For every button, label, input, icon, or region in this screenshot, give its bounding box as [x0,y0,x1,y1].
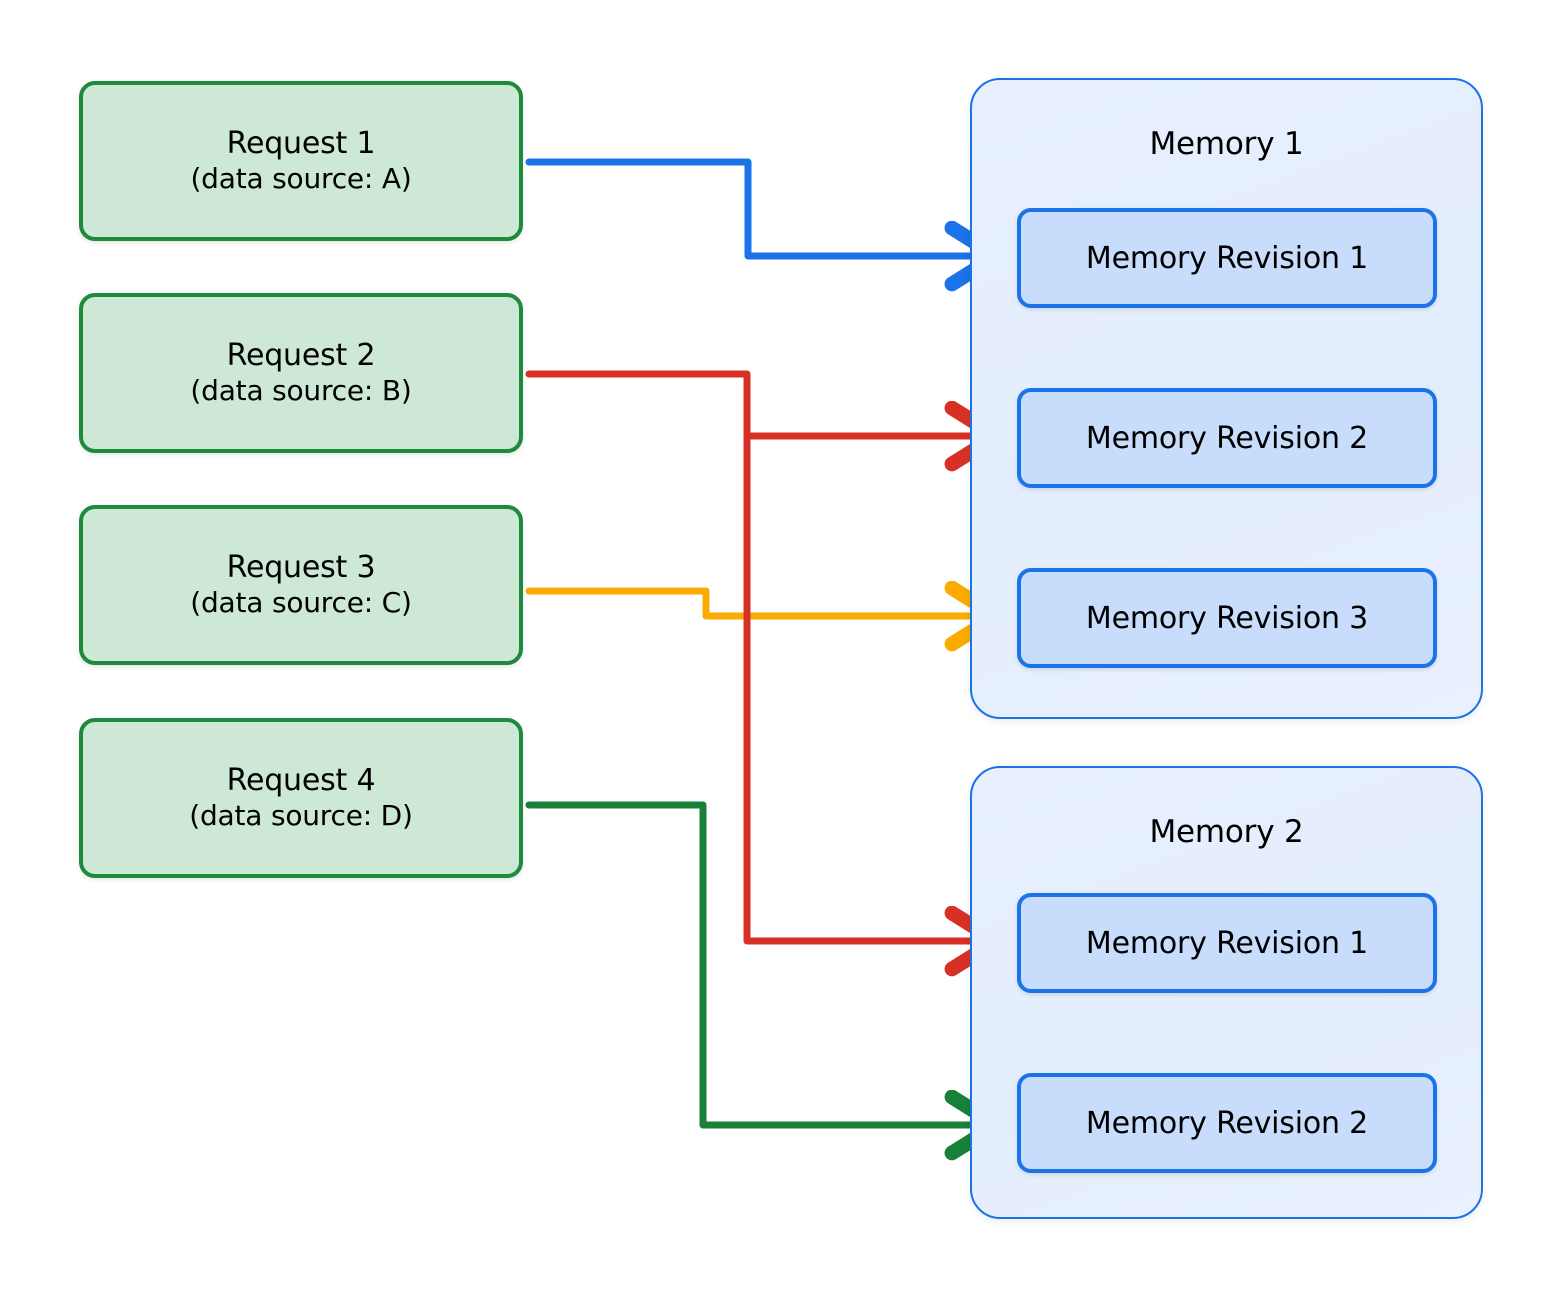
memory-title: Memory 1 [1149,126,1304,162]
connector-request-2-branch [743,432,996,941]
request-subtitle: (data source: C) [190,586,412,620]
memory-1-revision-box-3[interactable]: Memory Revision 3 [1017,568,1437,668]
connector-request-1 [525,158,996,256]
request-box-1[interactable]: Request 1 (data source: A) [79,81,523,241]
memory-container-1[interactable]: Memory 1 Memory Revision 1 Memory Revisi… [970,78,1483,719]
request-title: Request 1 [226,125,376,161]
connector-request-4 [525,801,996,1125]
memory-1-revision-box-1[interactable]: Memory Revision 1 [1017,208,1437,308]
connector-request-3 [525,591,996,616]
request-subtitle: (data source: A) [190,162,412,196]
request-box-4[interactable]: Request 4 (data source: D) [79,718,523,878]
revision-label: Memory Revision 2 [1085,1105,1369,1141]
request-subtitle: (data source: B) [190,374,412,408]
request-subtitle: (data source: D) [189,799,413,833]
request-title: Request 4 [226,762,376,798]
memory-container-2[interactable]: Memory 2 Memory Revision 1 Memory Revisi… [970,766,1483,1219]
request-title: Request 2 [226,337,376,373]
revision-label: Memory Revision 2 [1085,420,1369,456]
memory-2-revision-box-2[interactable]: Memory Revision 2 [1017,1073,1437,1173]
memory-title: Memory 2 [1149,814,1304,850]
revision-label: Memory Revision 1 [1085,240,1369,276]
memory-2-revision-box-1[interactable]: Memory Revision 1 [1017,893,1437,993]
request-title: Request 3 [226,549,376,585]
revision-label: Memory Revision 1 [1085,925,1369,961]
connector-request-2 [525,370,996,436]
memory-1-revision-box-2[interactable]: Memory Revision 2 [1017,388,1437,488]
request-box-3[interactable]: Request 3 (data source: C) [79,505,523,665]
revision-label: Memory Revision 3 [1085,600,1369,636]
request-box-2[interactable]: Request 2 (data source: B) [79,293,523,453]
